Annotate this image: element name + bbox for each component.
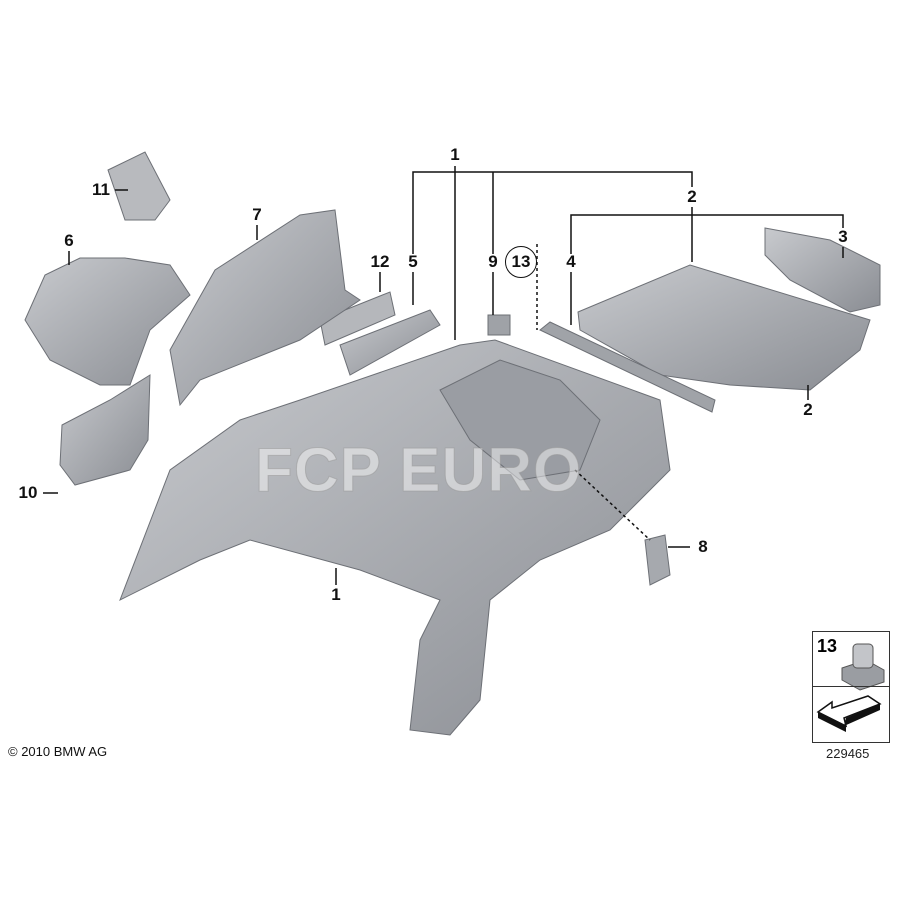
diagram-number: 229465 [826,746,870,761]
callout-12: 12 [370,252,390,271]
part-11-plate [107,151,171,221]
legend-arrow-cell [813,686,889,741]
part-8-bracket [644,534,671,586]
callout-2-top: 2 [687,187,697,206]
callout-8: 8 [698,537,708,556]
legend-number: 13 [817,636,838,656]
part-3-panel [764,227,881,313]
legend-nut-cell: 13 [813,632,889,686]
part-6-wheelhouse [24,257,191,386]
callout-2-right: 2 [803,400,813,419]
part-5-rail [339,309,441,376]
part-1-tunnel [439,359,601,481]
callout-10: 10 [18,483,38,502]
part-10-shield [59,374,151,486]
callout-3: 3 [838,227,848,246]
callout-9: 9 [488,252,498,271]
part-7-bracket [169,209,361,407]
part-12-plate [319,291,396,346]
watermark: FCP EURO [254,436,583,506]
part-9-bracket [487,314,511,336]
part-2-rear-floor [577,264,871,391]
callout-5: 5 [408,252,418,271]
callout-1-top: 1 [450,145,460,164]
direction-arrow-icon [816,695,882,732]
part-1-floor [119,339,671,736]
leader-lines [43,166,844,585]
nut-icon [841,643,885,691]
callout-4: 4 [566,252,576,271]
callout-7: 7 [252,205,262,224]
callout-11: 11 [92,180,110,199]
callout-1-bottom: 1 [331,585,341,604]
callout-13-circled: 13 [505,246,537,278]
callout-6: 6 [64,231,74,250]
part-4-rail [539,321,716,413]
legend-box: 13 [812,631,890,743]
copyright: © 2010 BMW AG [8,744,108,759]
